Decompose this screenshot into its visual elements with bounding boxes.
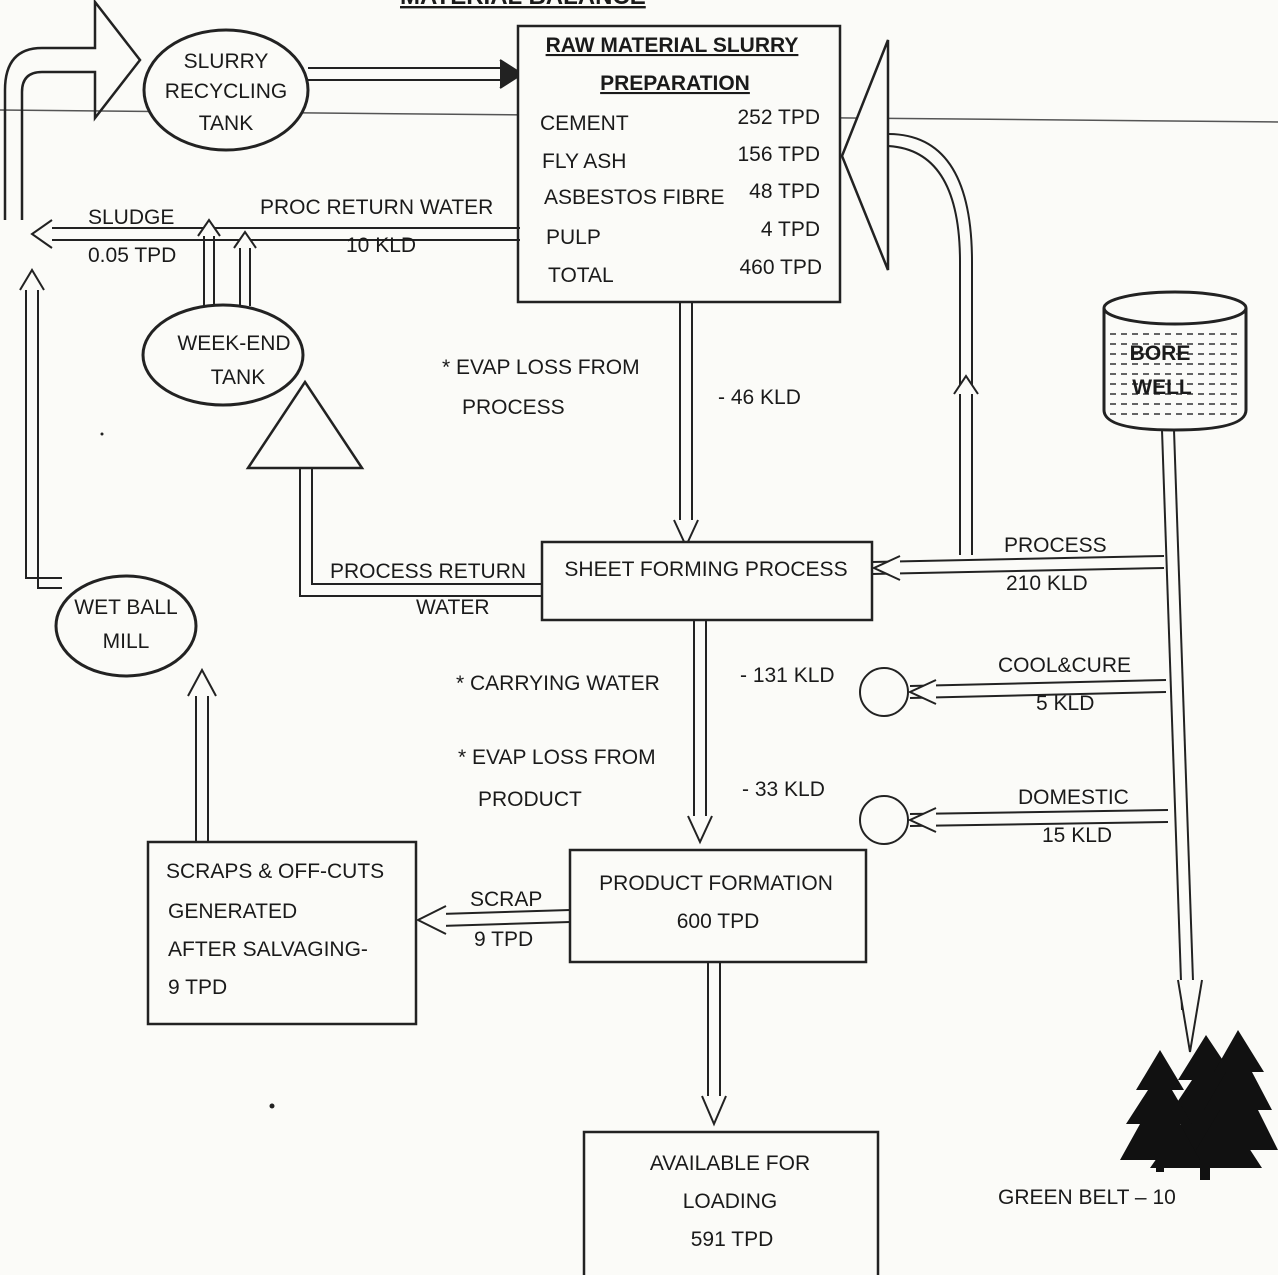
sheet-forming-label: SHEET FORMING PROCESS xyxy=(564,558,847,581)
raw-item-value: 460 TPD xyxy=(740,256,823,279)
evap-product-label-1: * EVAP LOSS FROM xyxy=(458,746,656,769)
raw-item-value: 4 TPD xyxy=(761,218,820,241)
sludge-value: 0.05 TPD xyxy=(88,244,176,267)
raw-to-sheet-arrow xyxy=(673,302,699,549)
week-end-label-2: TANK xyxy=(211,366,265,389)
process-return-arrowhead xyxy=(245,379,365,470)
cool-cure-value: 5 KLD xyxy=(1036,692,1094,715)
bore-well-main-pipe xyxy=(1161,429,1203,1053)
recycle-return-arrow xyxy=(3,0,142,220)
slurry-recycling-tank xyxy=(142,28,310,152)
sludge-line xyxy=(30,218,520,306)
cool-cure-sink xyxy=(859,667,909,717)
proc-return-label: PROC RETURN WATER xyxy=(260,196,493,219)
diagram-title: MATERIAL BALANCE xyxy=(400,0,646,10)
available-label-1: AVAILABLE FOR xyxy=(650,1152,810,1175)
evap-process-label-2: PROCESS xyxy=(462,396,565,419)
scraps-label-1: SCRAPS & OFF-CUTS xyxy=(166,860,384,883)
process-water-line xyxy=(871,555,1165,581)
process-return-water-2: WATER xyxy=(416,596,490,619)
raw-item-name: CEMENT xyxy=(540,112,629,135)
evap-process-value: - 46 KLD xyxy=(718,386,801,409)
raw-material-title-2: PREPARATION xyxy=(600,72,750,95)
cool-cure-line xyxy=(907,679,1167,705)
carrying-water-value: - 131 KLD xyxy=(740,664,835,687)
week-end-tank xyxy=(141,303,305,407)
speck xyxy=(100,432,104,436)
evap-process-label-1: * EVAP LOSS FROM xyxy=(442,356,640,379)
domestic-label: DOMESTIC xyxy=(1018,786,1129,809)
left-return-pipe xyxy=(19,268,62,589)
wet-ball-mill xyxy=(54,574,198,678)
scraps-label-2: GENERATED xyxy=(168,900,297,923)
process-water-arrowhead xyxy=(840,39,890,271)
domestic-sink xyxy=(859,795,909,845)
process-return-pipe xyxy=(299,468,542,597)
raw-item-value: 48 TPD xyxy=(749,180,820,203)
process-water-return-pipe xyxy=(887,133,979,555)
sheet-to-product-arrow xyxy=(687,620,713,845)
green-belt-label: GREEN BELT – 10 xyxy=(998,1186,1176,1209)
raw-item-name: ASBESTOS FIBRE xyxy=(544,186,725,209)
available-box xyxy=(582,1130,880,1275)
process-return-water-1: PROCESS RETURN xyxy=(330,560,526,583)
product-formation-label-1: PRODUCT FORMATION xyxy=(599,872,833,895)
slurry-to-raw-arrow xyxy=(308,59,524,89)
slurry-tank-label-2: RECYCLING xyxy=(165,80,288,103)
slurry-tank-label-3: TANK xyxy=(199,112,253,135)
proc-return-value: 10 KLD xyxy=(346,234,416,257)
raw-item-name: FLY ASH xyxy=(542,150,626,173)
product-formation-box xyxy=(568,848,868,964)
scrap-line xyxy=(415,905,571,935)
scrap-to-mill-arrow xyxy=(187,667,217,844)
week-end-label-1: WEEK-END xyxy=(177,332,290,355)
scraps-label-4: 9 TPD xyxy=(168,976,227,999)
product-formation-label-2: 600 TPD xyxy=(677,910,760,933)
raw-item-name: PULP xyxy=(546,226,601,249)
scraps-label-3: AFTER SALVAGING- xyxy=(168,938,368,961)
green-belt-trees xyxy=(1120,1030,1278,1180)
sludge-label: SLUDGE xyxy=(88,206,174,229)
process-value: 210 KLD xyxy=(1006,572,1088,595)
raw-material-items: CEMENT 252 TPD FLY ASH 156 TPD ASBESTOS … xyxy=(540,106,822,287)
cool-cure-label: COOL&CURE xyxy=(998,654,1131,677)
scraps-box xyxy=(146,840,418,1026)
raw-item-value: 252 TPD xyxy=(738,106,821,129)
wet-ball-mill-2: MILL xyxy=(103,630,150,653)
process-label: PROCESS xyxy=(1004,534,1107,557)
bore-well-label-2: WELL xyxy=(1132,376,1192,399)
evap-product-value: - 33 KLD xyxy=(742,778,825,801)
scrap-value: 9 TPD xyxy=(474,928,533,951)
available-label-3: 591 TPD xyxy=(691,1228,774,1251)
sheet-forming-box xyxy=(540,540,874,622)
raw-item-name: TOTAL xyxy=(548,264,614,287)
wet-ball-mill-1: WET BALL xyxy=(74,596,177,619)
raw-material-title-1: RAW MATERIAL SLURRY xyxy=(546,34,799,57)
speck xyxy=(269,1103,275,1109)
slurry-tank-label-1: SLURRY xyxy=(184,50,269,73)
product-to-available-arrow xyxy=(701,962,727,1127)
available-label-2: LOADING xyxy=(683,1190,778,1213)
raw-item-value: 156 TPD xyxy=(738,143,821,166)
scrap-label: SCRAP xyxy=(470,888,542,911)
domestic-line xyxy=(907,807,1169,833)
evap-product-label-2: PRODUCT xyxy=(478,788,582,811)
carrying-water-label: * CARRYING WATER xyxy=(456,672,660,695)
domestic-value: 15 KLD xyxy=(1042,824,1112,847)
bore-well-label-1: BORE xyxy=(1130,342,1191,365)
